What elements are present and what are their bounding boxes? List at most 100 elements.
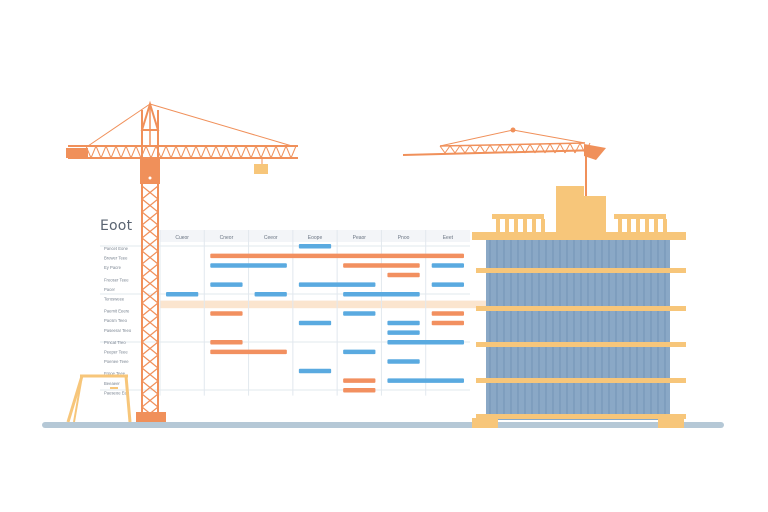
app-title: Eoot bbox=[100, 218, 133, 234]
hook-load bbox=[254, 164, 268, 174]
operator-cab bbox=[140, 158, 160, 184]
stay-cable-back bbox=[87, 103, 151, 147]
task-bar bbox=[210, 282, 243, 287]
mast-lattice bbox=[141, 250, 159, 265]
jib-lattice bbox=[484, 144, 491, 154]
task-bar bbox=[387, 320, 420, 326]
jib-lattice bbox=[474, 144, 481, 154]
jib-lattice bbox=[110, 145, 117, 159]
jib-lattice bbox=[444, 145, 451, 154]
footing-left bbox=[472, 418, 498, 428]
mast-lattice bbox=[141, 211, 159, 226]
task-label: Pacer bbox=[104, 287, 116, 292]
jib-lattice bbox=[195, 145, 202, 159]
floor-slab bbox=[476, 306, 686, 311]
task-label: Brewer Teee bbox=[104, 256, 128, 261]
task-bar bbox=[431, 311, 464, 316]
jib-lattice bbox=[160, 145, 167, 159]
parapet-post bbox=[541, 219, 545, 233]
jib-lattice bbox=[175, 145, 182, 159]
jib-lattice bbox=[514, 144, 521, 154]
task-bar bbox=[343, 378, 376, 383]
jib-lattice bbox=[569, 143, 576, 154]
jib-lattice bbox=[549, 143, 556, 154]
mast-lattice bbox=[141, 263, 159, 278]
jib-lattice bbox=[220, 145, 227, 159]
jib-lattice bbox=[130, 145, 137, 159]
parapet-post bbox=[627, 219, 631, 233]
ground-line bbox=[42, 422, 724, 428]
task-bar bbox=[431, 282, 464, 287]
sawhorse bbox=[66, 374, 132, 423]
building bbox=[472, 186, 686, 428]
parapet-right bbox=[614, 214, 666, 219]
tower-crane bbox=[66, 100, 298, 422]
task-label: Paseerar Teeo bbox=[104, 328, 132, 333]
task-bar bbox=[254, 292, 287, 297]
task-bar bbox=[210, 253, 464, 259]
jib-lattice bbox=[464, 145, 471, 154]
mast-lattice bbox=[141, 354, 159, 369]
task-label: Ey Pacre bbox=[104, 265, 122, 270]
task-bar bbox=[387, 330, 420, 335]
floor-slab bbox=[476, 378, 686, 383]
task-label: Peeper Teee bbox=[104, 350, 128, 355]
building-facade bbox=[486, 238, 670, 420]
parapet-post bbox=[496, 219, 500, 233]
stay-cable bbox=[439, 129, 514, 147]
jib-lattice bbox=[205, 145, 212, 159]
jib-lattice bbox=[135, 145, 142, 159]
jib-lattice bbox=[534, 143, 541, 154]
task-bar bbox=[166, 292, 199, 297]
jib-upper bbox=[439, 142, 586, 147]
jib-lattice bbox=[449, 145, 456, 154]
jib-lattice bbox=[270, 145, 277, 159]
mast-lattice bbox=[141, 367, 159, 382]
jib-lattice bbox=[499, 144, 506, 154]
column-header: Peaor bbox=[353, 235, 367, 241]
jib-lattice bbox=[185, 145, 192, 159]
jib-lattice bbox=[150, 145, 157, 159]
jib-lattice bbox=[285, 145, 292, 159]
jib-lattice bbox=[539, 143, 546, 154]
jib-lattice bbox=[469, 145, 476, 154]
task-bar bbox=[387, 378, 464, 383]
jib-lattice bbox=[115, 145, 122, 159]
stay-cable bbox=[512, 129, 586, 144]
column-header: Cueor bbox=[175, 235, 189, 241]
mast-lattice bbox=[141, 341, 159, 356]
jib-lattice bbox=[165, 145, 172, 159]
task-bar bbox=[210, 340, 243, 345]
parapet-post bbox=[618, 219, 622, 233]
sawhorse-leg bbox=[73, 375, 83, 423]
stay-cable-front bbox=[149, 103, 293, 147]
mast-lattice bbox=[141, 393, 159, 408]
floor-slab bbox=[476, 342, 686, 347]
task-label: Paemit Eeere bbox=[104, 309, 130, 314]
mast-lattice bbox=[141, 185, 159, 200]
jib-lattice bbox=[255, 145, 262, 159]
jib-lattice bbox=[260, 145, 267, 159]
jib-lattice bbox=[544, 143, 551, 154]
jib-lattice bbox=[290, 145, 297, 159]
jib-lattice bbox=[145, 145, 152, 159]
task-label: Pancet Eone bbox=[104, 246, 129, 251]
task-bar bbox=[343, 311, 376, 316]
jib-lattice bbox=[105, 145, 112, 159]
counterweight bbox=[584, 144, 606, 160]
mast-lattice bbox=[141, 276, 159, 291]
highlighted-row bbox=[160, 300, 490, 309]
gantt-header bbox=[160, 230, 470, 242]
jib-lattice bbox=[574, 142, 581, 154]
column-header: Eeet bbox=[443, 235, 454, 241]
sawhorse-leg bbox=[124, 375, 132, 423]
task-bar bbox=[431, 320, 464, 326]
jib-lattice bbox=[200, 145, 207, 159]
jib-lattice bbox=[210, 145, 217, 159]
jib-lattice bbox=[235, 145, 242, 159]
footing-right bbox=[658, 418, 684, 428]
task-bar bbox=[343, 292, 420, 297]
mast-lattice bbox=[141, 302, 159, 317]
